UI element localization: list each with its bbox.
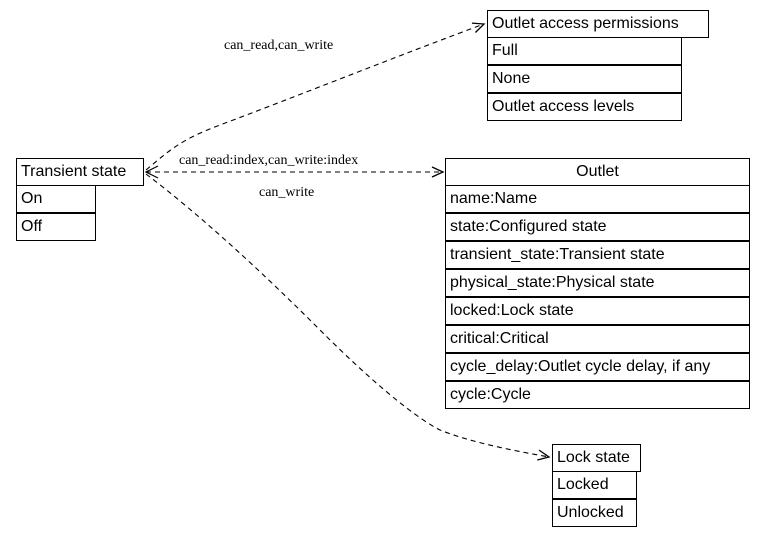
edge-label-permissions: can_read,can_write (224, 38, 334, 53)
outlet-field-transient-state: transient_state:Transient state (445, 241, 750, 269)
transient-item-off: Off (16, 213, 96, 241)
outlet-field-cycle-delay: cycle_delay:Outlet cycle delay, if any (445, 353, 750, 381)
transient-box: Transient state On Off (16, 158, 144, 244)
lock-box-title: Lock state (552, 444, 641, 472)
outlet-box-title: Outlet (445, 158, 750, 186)
permissions-box: Outlet access permissions Full None Outl… (487, 10, 709, 124)
edge-transient-to-lock (145, 173, 551, 461)
outlet-field-locked: locked:Lock state (445, 297, 750, 325)
permissions-item-full: Full (487, 37, 682, 65)
permissions-item-none: None (487, 65, 682, 93)
permissions-box-title: Outlet access permissions (487, 10, 709, 38)
outlet-field-critical: critical:Critical (445, 325, 750, 353)
edge-label-outlet: can_read:index,can_write:index (179, 153, 359, 168)
permissions-item-levels: Outlet access levels (487, 93, 682, 121)
outlet-field-state: state:Configured state (445, 213, 750, 241)
outlet-box: Outlet name:Name state:Configured state … (445, 158, 750, 412)
outlet-field-physical-state: physical_state:Physical state (445, 269, 750, 297)
outlet-field-name: name:Name (445, 185, 750, 213)
transient-box-title: Transient state (16, 158, 144, 186)
outlet-field-cycle: cycle:Cycle (445, 381, 750, 409)
transient-item-on: On (16, 185, 96, 213)
lock-item-unlocked: Unlocked (552, 499, 637, 527)
edge-label-lock: can_write (259, 185, 315, 200)
edge-transient-to-permissions (145, 22, 486, 171)
lock-box: Lock state Locked Unlocked (552, 444, 641, 530)
lock-item-locked: Locked (552, 471, 637, 499)
edge-source-arrow (144, 165, 159, 179)
